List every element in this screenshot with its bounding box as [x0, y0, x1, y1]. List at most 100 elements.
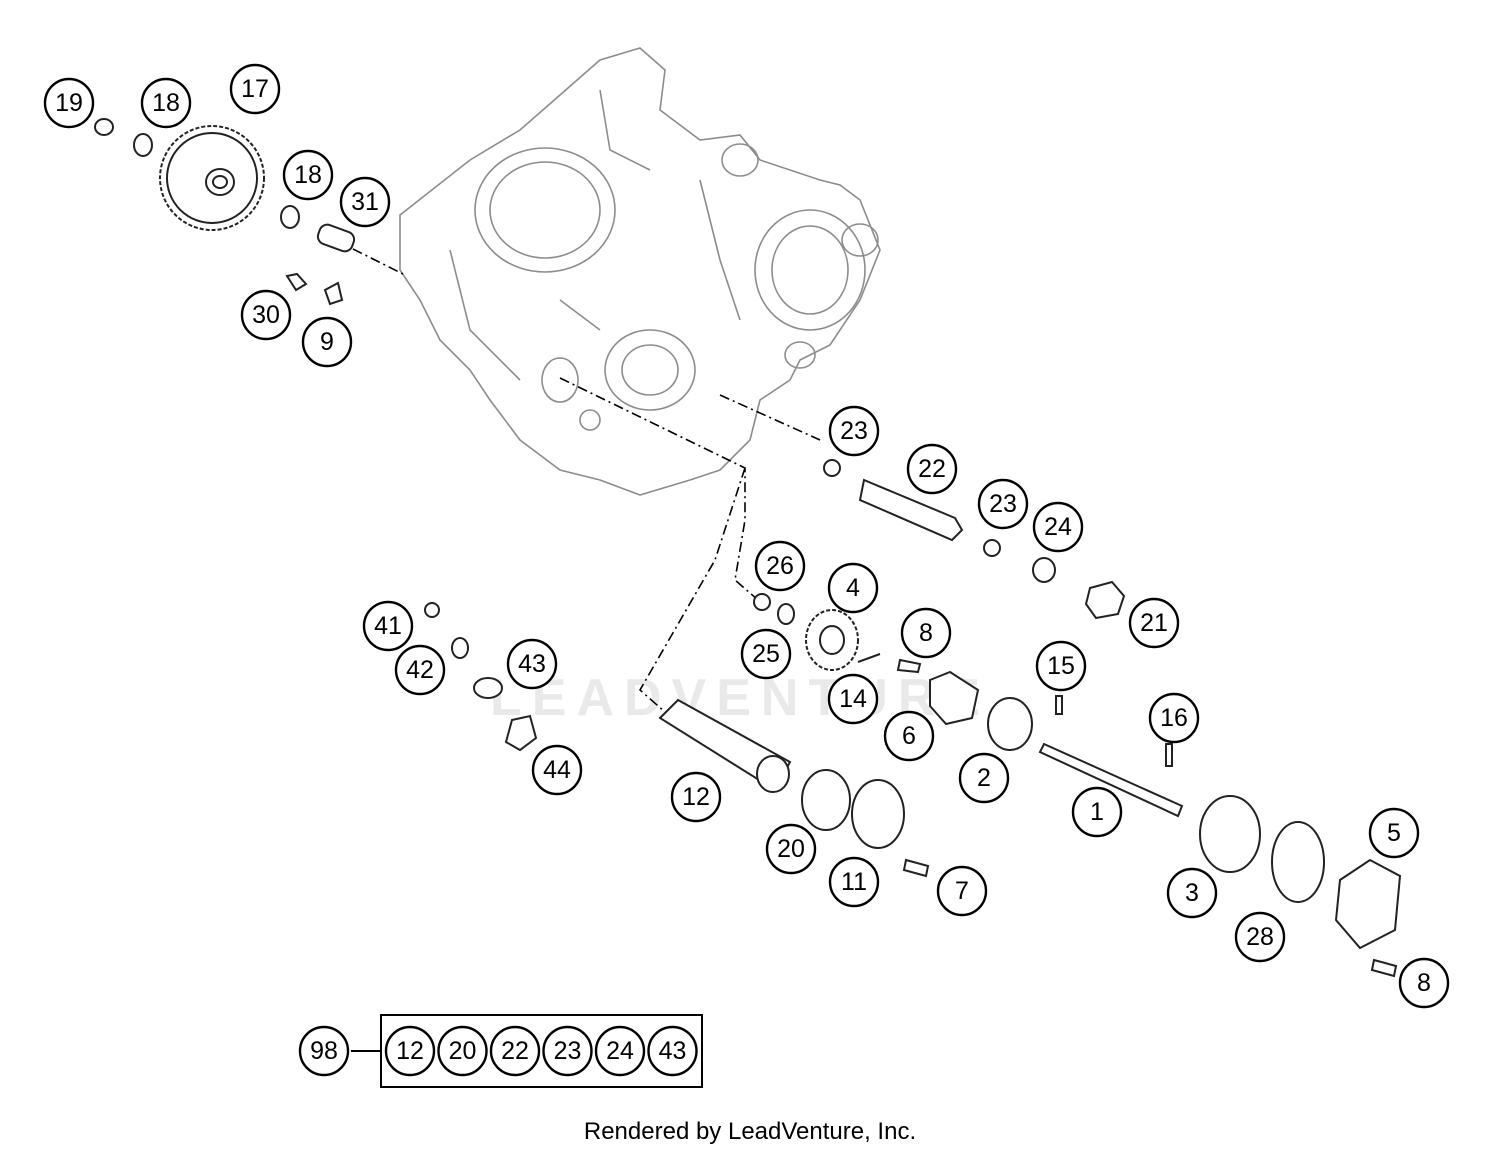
washer-25 [777, 603, 795, 625]
kit-item-20: 20 [437, 1025, 488, 1077]
gasket-5 [1334, 858, 1402, 950]
pin-16 [1165, 743, 1173, 767]
kit-item-label: 43 [659, 1037, 687, 1065]
callout-41: 41 [362, 600, 414, 652]
gear-17 [159, 125, 265, 231]
washer-18b [280, 205, 300, 229]
plug-44 [504, 714, 538, 752]
callout-3: 3 [1166, 867, 1218, 919]
callout-label: 4 [846, 574, 860, 602]
kit-item-43: 43 [647, 1025, 698, 1077]
callout-label: 3 [1185, 879, 1199, 907]
kit-label: 98 [310, 1037, 338, 1065]
callout-44: 44 [531, 744, 583, 796]
callout-5: 5 [1368, 807, 1420, 859]
plug-21 [1084, 580, 1126, 620]
plate-6 [929, 670, 980, 726]
callout-label: 44 [543, 756, 571, 784]
callout-14: 14 [827, 673, 879, 725]
parts [94, 118, 1402, 978]
engine-case [399, 47, 881, 496]
callout-label: 12 [682, 783, 710, 811]
rotor-2 [987, 697, 1033, 751]
kit-item-23: 23 [542, 1025, 593, 1077]
callout-label: 42 [406, 656, 434, 684]
callout-31: 31 [339, 176, 391, 228]
callout-label: 5 [1387, 819, 1401, 847]
pin-14 [857, 653, 881, 663]
callout-25: 25 [740, 628, 792, 680]
callout-8: 8 [900, 607, 952, 659]
callout-17: 17 [229, 63, 281, 115]
callout-16: 16 [1148, 692, 1200, 744]
callout-11: 11 [828, 856, 880, 908]
callout-label: 43 [518, 650, 546, 678]
callout-label: 9 [320, 328, 334, 356]
callout-label: 7 [955, 877, 969, 905]
callout-42: 42 [394, 644, 446, 696]
callout-label: 25 [752, 640, 780, 668]
callout-26: 26 [754, 540, 806, 592]
callout-22: 22 [906, 443, 958, 495]
callout-label: 21 [1140, 609, 1168, 637]
callout-label: 41 [374, 612, 402, 640]
screw-30 [285, 272, 308, 292]
screw-7 [902, 858, 930, 878]
callout-2: 2 [958, 752, 1010, 804]
cover-11 [851, 779, 905, 849]
callout-label: 30 [252, 301, 280, 329]
o-ring-20 [801, 769, 851, 831]
circlip-19 [94, 118, 114, 136]
callout-label: 22 [918, 455, 946, 483]
callout-28: 28 [1234, 911, 1286, 963]
spring-42 [451, 637, 469, 659]
kit-item-label: 20 [449, 1037, 477, 1065]
callout-43: 43 [506, 638, 558, 690]
kit-label-bubble: 98 [298, 1025, 350, 1077]
callout-18: 18 [140, 77, 192, 129]
callout-label: 8 [919, 619, 933, 647]
callout-label: 2 [977, 764, 991, 792]
kit-item-22: 22 [489, 1025, 541, 1077]
pin-15 [1055, 695, 1063, 715]
callout-label: 18 [294, 161, 322, 189]
callout-label: 26 [766, 552, 794, 580]
callout-21: 21 [1128, 597, 1180, 649]
kit-item-24: 24 [594, 1025, 646, 1077]
housing-3 [1199, 795, 1261, 873]
callout-label: 24 [1044, 513, 1072, 541]
callout-label: 23 [989, 490, 1017, 518]
kit-box: 98 12 20 22 23 24 43 [298, 1014, 703, 1088]
kit-item-label: 23 [554, 1037, 582, 1065]
callout-4: 4 [827, 562, 879, 614]
shaft-1 [1038, 742, 1184, 818]
footer-credit: Rendered by LeadVenture, Inc. [583, 1118, 917, 1145]
callout-label: 18 [152, 89, 180, 117]
gear-4 [805, 609, 859, 671]
callout-23: 23 [977, 478, 1029, 530]
callout-18: 18 [282, 149, 334, 201]
callout-30: 30 [240, 289, 292, 341]
callout-8: 8 [1398, 957, 1450, 1009]
kit-item-label: 22 [501, 1037, 529, 1065]
callout-label: 19 [55, 89, 83, 117]
kit-item-12: 12 [384, 1025, 436, 1077]
o-ring-24 [1032, 557, 1056, 583]
kit-item-label: 24 [606, 1037, 634, 1065]
callout-20: 20 [765, 823, 817, 875]
callout-label: 17 [241, 75, 269, 103]
callout-6: 6 [883, 710, 935, 762]
callout-label: 15 [1047, 652, 1075, 680]
filter-12 [658, 698, 792, 793]
lock-plate-9 [323, 281, 344, 306]
callout-label: 6 [902, 722, 916, 750]
callout-23: 23 [828, 405, 880, 457]
callout-label: 16 [1160, 704, 1188, 732]
callout-label: 28 [1246, 923, 1274, 951]
callout-12: 12 [670, 771, 722, 823]
o-ring-23 [823, 459, 841, 477]
callout-label: 31 [351, 188, 379, 216]
bushing-31 [316, 223, 356, 253]
oil-tube-22 [858, 478, 964, 542]
